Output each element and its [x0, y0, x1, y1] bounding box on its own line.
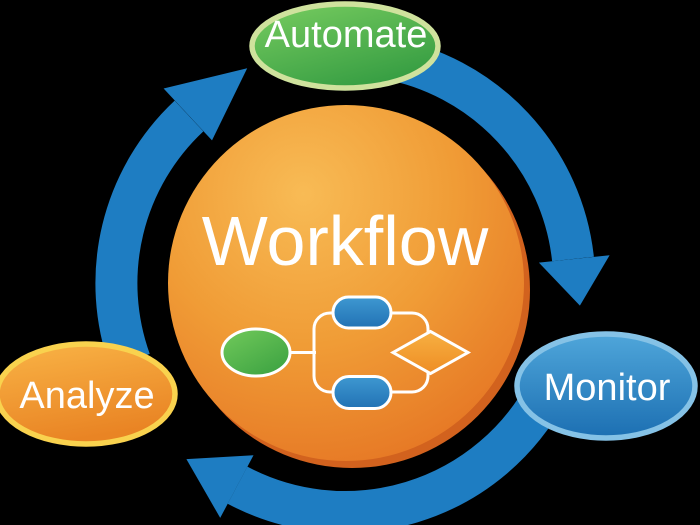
arrowhead-down-icon: [538, 255, 610, 306]
node-monitor: Monitor: [514, 331, 698, 441]
flowchart-process-pill-top-icon: [331, 295, 393, 330]
flowchart-process-pill-bottom-icon: [331, 375, 393, 410]
arrowhead-up-icon: [163, 68, 248, 141]
arrow-arc-left: [95, 100, 204, 369]
flowchart-start-ellipse-icon: [220, 327, 292, 378]
flowchart-decision-diamond-icon: [389, 329, 472, 376]
node-monitor-label: Monitor: [544, 367, 671, 409]
node-automate-ellipse: [249, 1, 441, 91]
node-analyze-label: Analyze: [19, 375, 154, 417]
flowchart-icon: [220, 295, 472, 410]
node-analyze-ellipse: [0, 341, 178, 447]
workflow-title: Workflow: [202, 202, 489, 280]
arrow-analyze-to-automate: [95, 68, 248, 369]
arrow-arc-bottom: [227, 380, 566, 525]
node-automate-label: Automate: [265, 14, 428, 56]
node-monitor-ellipse: [514, 331, 698, 441]
node-automate: Automate: [249, 1, 441, 91]
arrowhead-left-icon: [186, 455, 254, 518]
node-analyze: Analyze: [0, 341, 178, 447]
arrow-monitor-to-analyze: [186, 380, 566, 525]
